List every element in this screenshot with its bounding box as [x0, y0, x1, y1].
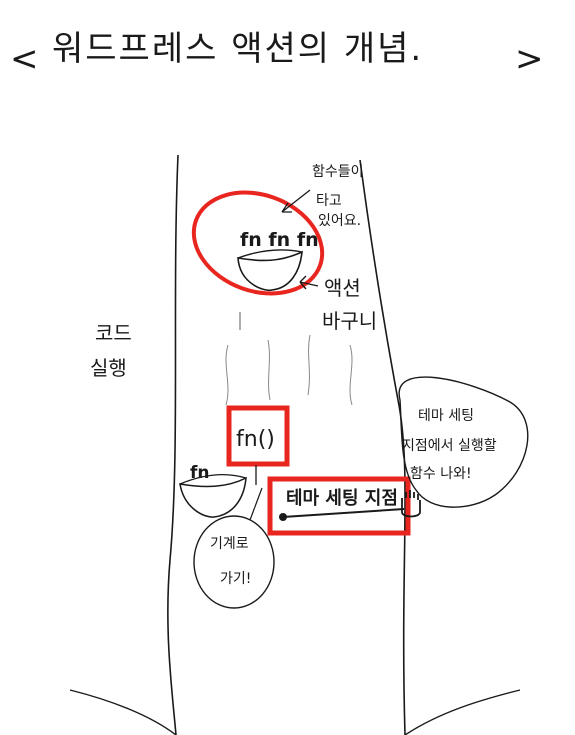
annotation-arrow-top [281, 189, 311, 213]
basket-highlight-ellipse [191, 190, 325, 296]
annotation-arrow-basket-head [299, 275, 307, 290]
annotation-arrow-top-head [281, 202, 292, 213]
trunk-root-right [404, 689, 521, 735]
left-bubble-line2: 가기! [220, 571, 251, 587]
trunk-root-left [69, 689, 177, 735]
flow-stroke [307, 334, 311, 396]
top-annotation-line1: 함수들이 [312, 164, 364, 180]
hook-point-line [282, 508, 405, 518]
title-left-bracket: < [10, 39, 41, 79]
right-bubble-line3: 함수 나와! [410, 466, 472, 482]
action-basket-lower [179, 476, 247, 518]
basket-annotation-line1: 액션 [324, 276, 361, 300]
action-basket-rim [237, 249, 303, 259]
hook-point-label: 테마 세팅 지점 [286, 488, 398, 509]
page-title: 워드프레스 액션의 개념. [52, 29, 423, 69]
trunk-left-line [167, 154, 179, 735]
hook-point-highlight-box [267, 476, 411, 536]
fn-call-highlight-box [226, 405, 290, 467]
flow-stroke [225, 344, 229, 406]
hook-point-dot [279, 513, 287, 521]
top-annotation-line3: 있어요. [318, 213, 361, 229]
trunk-right-line [359, 159, 406, 735]
fn-call-text: fn() [236, 427, 275, 452]
left-bubble-tail [249, 487, 263, 521]
flow-stroke [349, 344, 353, 406]
top-basket-fn-label: fn fn fn [240, 229, 319, 251]
left-speech-bubble [193, 515, 275, 609]
pointing-hand-icon [401, 490, 421, 518]
top-annotation-line2: 타고 [316, 193, 342, 209]
side-label-line1: 코드 [95, 321, 132, 345]
side-label-line2: 실행 [90, 356, 127, 380]
right-speech-bubble [398, 376, 529, 508]
lower-basket-fn-label: fn [190, 463, 210, 483]
action-basket-lower-rim [179, 474, 247, 485]
action-basket-top [237, 250, 303, 292]
annotation-arrow-basket [299, 281, 319, 287]
flow-stroke [267, 339, 271, 401]
basket-annotation-line2: 바구니 [322, 309, 377, 333]
left-bubble-line1: 기계로 [210, 536, 249, 552]
right-bubble-line1: 테마 세팅 [418, 408, 474, 424]
title-right-bracket: > [515, 39, 546, 79]
right-bubble-line2: 지점에서 실행할 [402, 438, 497, 454]
